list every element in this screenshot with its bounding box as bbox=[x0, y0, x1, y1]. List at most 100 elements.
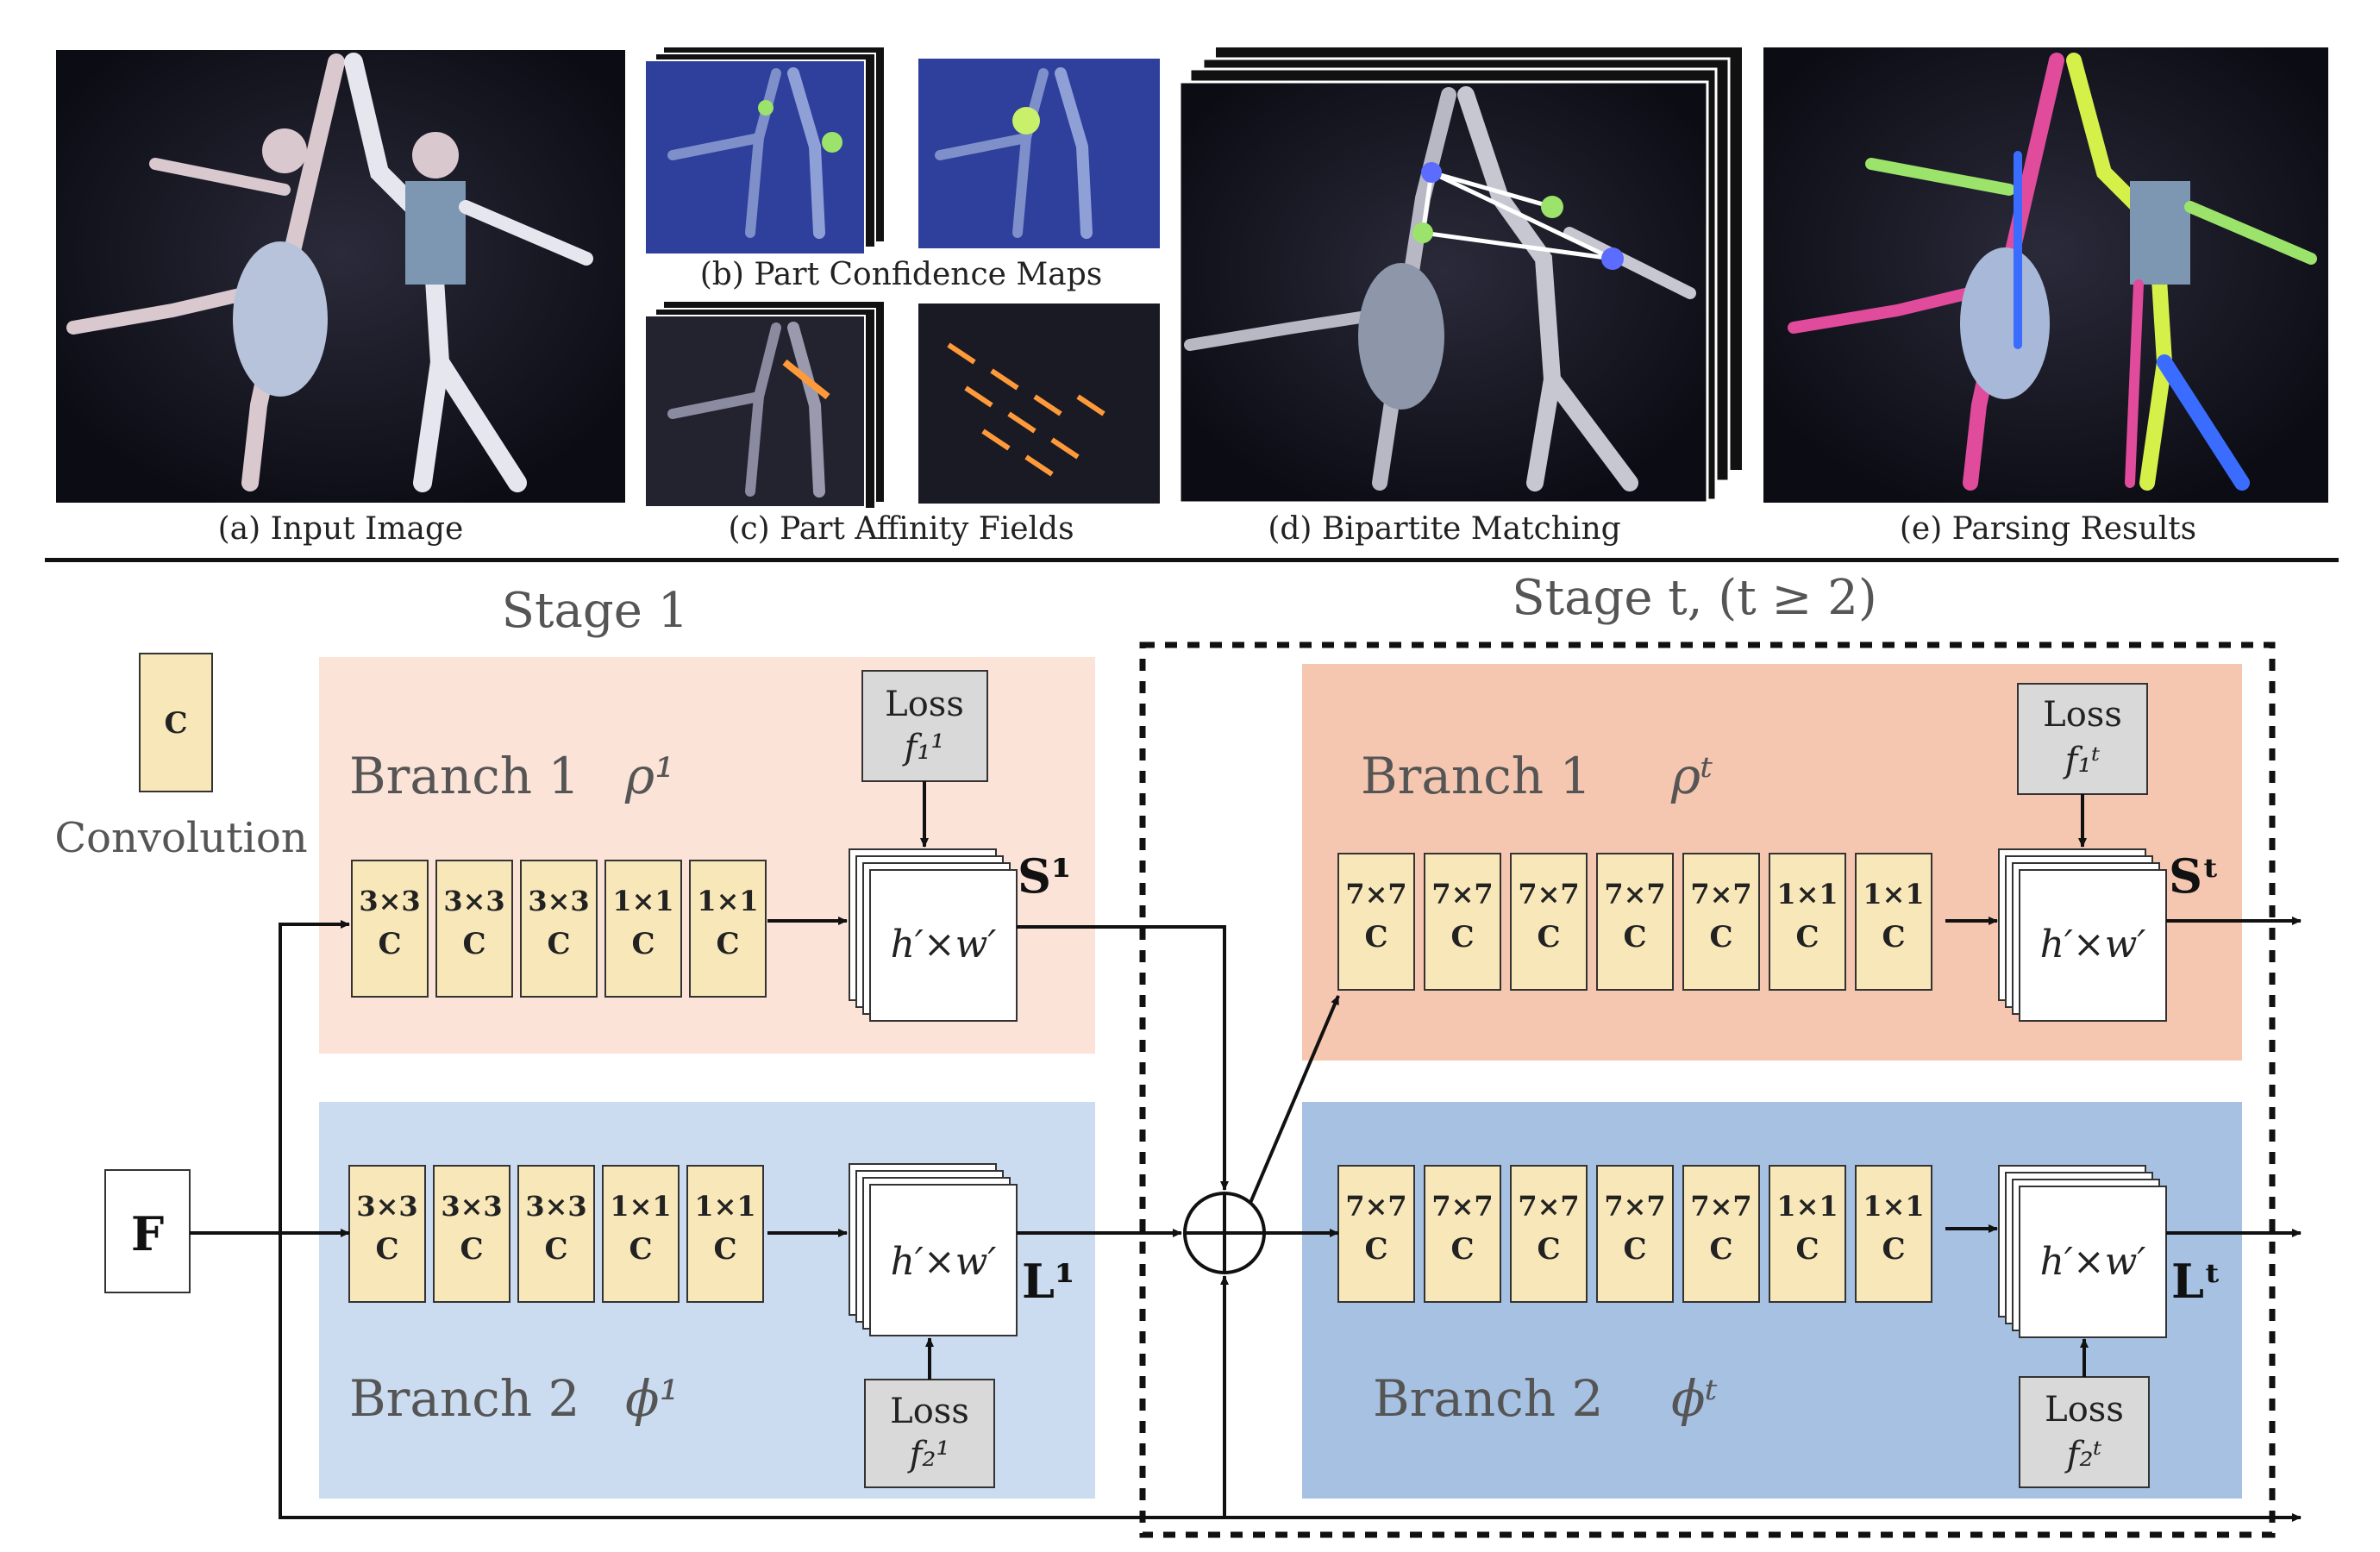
staget-title: Stage t, (t ≥ 2) bbox=[1512, 570, 1877, 626]
staget-branch2-conv-stack: 7×7C7×7C7×7C7×7C7×7C1×1C1×1C bbox=[1337, 1165, 1932, 1303]
staget-branch2-conv-block-3: 7×7C bbox=[1510, 1165, 1588, 1303]
staget-branch1-symbol: ρᵗ bbox=[1670, 747, 1713, 805]
convolution-legend-label: Convolution bbox=[54, 814, 307, 862]
stage1-branch2-conv-kernel-3: 3×3 bbox=[525, 1190, 586, 1223]
stage1-branch2-conv-block-5: 1×1C bbox=[686, 1165, 764, 1303]
stage1-branch1-conv-kernel-1: 3×3 bbox=[359, 885, 420, 917]
panel-bipartite-matching bbox=[1178, 47, 1742, 504]
stage1-branch2-conv-kernel-1: 3×3 bbox=[356, 1190, 417, 1223]
stage1-branch1-conv-block-1: 3×3C bbox=[351, 860, 429, 998]
staget-branch1-conv-symbol-7: C bbox=[1882, 920, 1905, 954]
staget-output-L: Lᵗ bbox=[2171, 1254, 2221, 1309]
staget-branch2-conv-kernel-5: 7×7 bbox=[1690, 1190, 1751, 1223]
stage1-branch2-output-stack: h′×w′ bbox=[849, 1163, 1018, 1336]
stage1-branch1-conv-block-5: 1×1C bbox=[689, 860, 767, 998]
staget-branch1-conv-kernel-6: 1×1 bbox=[1776, 878, 1838, 911]
staget-branch1-conv-symbol-4: C bbox=[1623, 920, 1646, 954]
panel-input-image bbox=[56, 50, 625, 503]
stage1-branch1-conv-block-3: 3×3C bbox=[520, 860, 598, 998]
stage1-branch1-conv-stack: 3×3C3×3C3×3C1×1C1×1C bbox=[351, 860, 767, 998]
stage1-branch1-conv-symbol-1: C bbox=[378, 927, 401, 961]
stage1-branch2-loss: Loss f₂¹ bbox=[864, 1379, 995, 1488]
staget-branch2-conv-kernel-3: 7×7 bbox=[1518, 1190, 1579, 1223]
staget-dotted-frame bbox=[1139, 641, 2276, 1538]
stage1-branch2-conv-block-4: 1×1C bbox=[602, 1165, 680, 1303]
stage1-branch1-conv-kernel-5: 1×1 bbox=[697, 885, 758, 917]
stage1-branch1-conv-kernel-3: 3×3 bbox=[528, 885, 589, 917]
feature-input-box bbox=[104, 1169, 191, 1293]
stage1-branch1-conv-kernel-2: 3×3 bbox=[443, 885, 504, 917]
stage1-branch2-conv-symbol-3: C bbox=[544, 1232, 567, 1267]
staget-branch2-conv-block-5: 7×7C bbox=[1682, 1165, 1760, 1303]
staget-branch1-conv-kernel-7: 1×1 bbox=[1863, 878, 1924, 911]
panel-part-confidence-maps bbox=[644, 47, 1160, 255]
caption-input-image: (a) Input Image bbox=[218, 511, 464, 547]
staget-branch1-loss-fn: f₁ᵗ bbox=[2063, 741, 2101, 780]
staget-branch2-conv-symbol-1: C bbox=[1364, 1232, 1387, 1267]
stage1-branch1-output-stack: h′×w′ bbox=[849, 848, 1018, 1022]
stage1-branch1-conv-symbol-2: C bbox=[462, 927, 485, 961]
stage1-branch2-label: Branch 2 bbox=[349, 1369, 579, 1428]
feature-input-label: F bbox=[131, 1206, 164, 1261]
svg-text:Loss: Loss bbox=[885, 685, 964, 724]
staget-branch1-loss: Loss f₁ᵗ bbox=[2017, 683, 2148, 795]
staget-branch2-conv-kernel-7: 1×1 bbox=[1863, 1190, 1924, 1223]
staget-branch2-conv-kernel-6: 1×1 bbox=[1776, 1190, 1838, 1223]
staget-branch2-conv-block-2: 7×7C bbox=[1424, 1165, 1501, 1303]
stage1-branch1-output-dims: h′×w′ bbox=[891, 923, 997, 967]
staget-branch1-conv-block-5: 7×7C bbox=[1682, 853, 1760, 991]
staget-branch1-conv-block-7: 1×1C bbox=[1855, 853, 1932, 991]
stage1-branch1-conv-kernel-4: 1×1 bbox=[612, 885, 673, 917]
convolution-legend-box bbox=[139, 653, 213, 792]
stage1-branch2-conv-block-2: 3×3C bbox=[433, 1165, 510, 1303]
panel-parsing-results bbox=[1763, 47, 2328, 503]
staget-branch2-conv-block-7: 1×1C bbox=[1855, 1165, 1932, 1303]
staget-branch2-conv-symbol-2: C bbox=[1450, 1232, 1474, 1267]
stage1-branch1-symbol: ρ¹ bbox=[624, 747, 674, 805]
stage1-branch1-conv-symbol-5: C bbox=[716, 927, 739, 961]
staget-branch1-conv-symbol-1: C bbox=[1364, 920, 1387, 954]
staget-branch2-loss: Loss f₂ᵗ bbox=[2019, 1376, 2150, 1488]
stage1-branch2-output-dims: h′×w′ bbox=[891, 1240, 997, 1284]
staget-branch2-conv-symbol-7: C bbox=[1882, 1232, 1905, 1267]
dancer-silhouettes bbox=[66, 53, 593, 492]
stage1-output-L: L¹ bbox=[1022, 1254, 1075, 1309]
staget-branch1-label: Branch 1 bbox=[1361, 747, 1591, 805]
staget-branch2-loss-fn: f₂ᵗ bbox=[2064, 1435, 2102, 1474]
stage1-branch2-conv-symbol-4: C bbox=[629, 1232, 652, 1267]
staget-branch2-conv-kernel-2: 7×7 bbox=[1431, 1190, 1493, 1223]
stage1-branch1-loss-fn: f₁¹ bbox=[902, 728, 945, 767]
staget-branch1-conv-symbol-2: C bbox=[1450, 920, 1474, 954]
staget-branch2-conv-symbol-3: C bbox=[1537, 1232, 1560, 1267]
staget-branch1-conv-kernel-2: 7×7 bbox=[1431, 878, 1493, 911]
staget-branch1-conv-kernel-3: 7×7 bbox=[1518, 878, 1579, 911]
stage1-branch2-conv-kernel-2: 3×3 bbox=[441, 1190, 502, 1223]
stage1-branch1-conv-block-4: 1×1C bbox=[604, 860, 682, 998]
svg-text:Loss: Loss bbox=[890, 1392, 969, 1431]
stage1-branch1-conv-block-2: 3×3C bbox=[435, 860, 513, 998]
stage1-branch1-conv-symbol-4: C bbox=[631, 927, 654, 961]
convolution-legend-symbol: C bbox=[164, 706, 187, 741]
staget-branch2-output-dims: h′×w′ bbox=[2040, 1240, 2146, 1284]
stage1-branch2-conv-block-1: 3×3C bbox=[348, 1165, 426, 1303]
staget-branch1-conv-block-3: 7×7C bbox=[1510, 853, 1588, 991]
staget-branch1-output-stack: h′×w′ bbox=[1998, 848, 2167, 1022]
stage1-branch2-conv-symbol-1: C bbox=[375, 1232, 398, 1267]
stage1-branch1-conv-symbol-3: C bbox=[547, 927, 570, 961]
svg-text:Loss: Loss bbox=[2045, 1390, 2124, 1430]
caption-part-affinity-fields: (c) Part Affinity Fields bbox=[728, 511, 1074, 547]
staget-branch1-conv-kernel-1: 7×7 bbox=[1345, 878, 1406, 911]
staget-branch2-label: Branch 2 bbox=[1373, 1369, 1603, 1428]
stage1-branch2-conv-kernel-4: 1×1 bbox=[610, 1190, 671, 1223]
staget-branch1-conv-block-1: 7×7C bbox=[1337, 853, 1415, 991]
concat-plus-icon bbox=[1185, 1193, 1264, 1273]
stage1-branch2-symbol: ϕ¹ bbox=[625, 1369, 680, 1428]
connector-lines bbox=[190, 781, 2302, 1522]
staget-branch2-conv-kernel-4: 7×7 bbox=[1604, 1190, 1665, 1223]
staget-branch1-conv-kernel-5: 7×7 bbox=[1690, 878, 1751, 911]
staget-branch1-conv-kernel-4: 7×7 bbox=[1604, 878, 1665, 911]
stage1-branch2-loss-fn: f₂¹ bbox=[907, 1435, 950, 1474]
staget-branch2-conv-symbol-6: C bbox=[1795, 1232, 1819, 1267]
caption-bipartite-matching: (d) Bipartite Matching bbox=[1268, 511, 1620, 547]
